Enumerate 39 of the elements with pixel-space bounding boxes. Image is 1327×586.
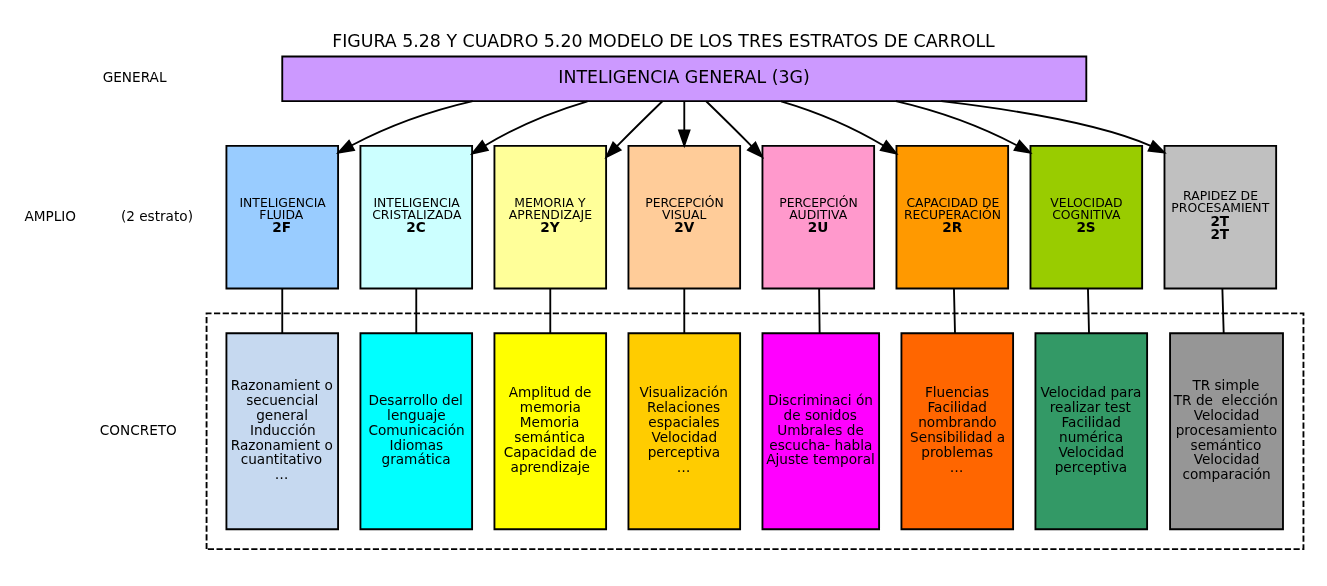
node-box: PERCEPCIÓN VISUAL 2V (627, 144, 742, 289)
label: AMPLIO (24, 207, 77, 224)
node-box: Razonamient o secuencial general Inducción Razonamient o cuantitativo … (225, 331, 339, 530)
connector (1087, 287, 1090, 334)
label: (2 estrato) (120, 207, 193, 224)
label: GENERAL (102, 68, 167, 85)
node-box: Discriminaci ón de sonidos Umbrales de escucha- habla Ajuste temporal (761, 331, 880, 530)
arrow (780, 99, 899, 155)
node-box: MEMORIA Y APRENDIZAJE 2Y (493, 144, 608, 289)
node-box: Visualización Relaciones espaciales Velocidad perceptiva … (627, 331, 742, 530)
node-box: RAPIDEZ DE PROCESAMIENT 2T 2T (1163, 144, 1278, 289)
connector (953, 287, 956, 334)
node-box: CAPACIDAD DE RECUPERACIÓN 2R (895, 144, 1010, 289)
node-box: INTELIGENCIA FLUIDA 2F (225, 144, 339, 289)
node-box: Velocidad para realizar test Facilidad numérica Velocidad perceptiva (1034, 331, 1149, 530)
arrow (469, 99, 589, 155)
arrow (604, 99, 664, 159)
arrow (677, 99, 691, 148)
cluster (205, 311, 1305, 550)
connector (549, 287, 552, 334)
node-box: TR simple TR de elección Velocidad procesamiento semántico Velocidad comparación (1169, 331, 1284, 530)
node-box: INTELIGENCIA GENERAL (3G) (281, 55, 1088, 102)
connector (818, 287, 821, 334)
diagram-title: FIGURA 5.28 Y CUADRO 5.20 MODELO DE LOS TRES ESTRATOS DE CARROLL (332, 30, 995, 51)
connector (281, 287, 284, 334)
node-box: Amplitud de memoria Memoria semántica Capacidad de aprendizaje (493, 331, 608, 530)
label: CONCRETO (99, 421, 177, 438)
node-box: Desarrollo del lenguaje Comunicación Idiomas gramática (359, 331, 474, 530)
connector (1221, 287, 1225, 334)
arrow (894, 99, 1033, 154)
arrow (336, 99, 474, 154)
connector (683, 287, 686, 334)
node-box: INTELIGENCIA CRISTALIZADA 2C (359, 144, 474, 289)
arrow (940, 99, 1167, 154)
arrow (705, 99, 765, 159)
node-box: VELOCIDAD COGNITIVA 2S (1029, 144, 1144, 289)
node-box: Fluencias Facilidad nombrando Sensibilidad a problemas … (900, 331, 1015, 530)
connector (415, 287, 418, 334)
node-box: PERCEPCIÓN AUDITIVA 2U (761, 144, 876, 289)
